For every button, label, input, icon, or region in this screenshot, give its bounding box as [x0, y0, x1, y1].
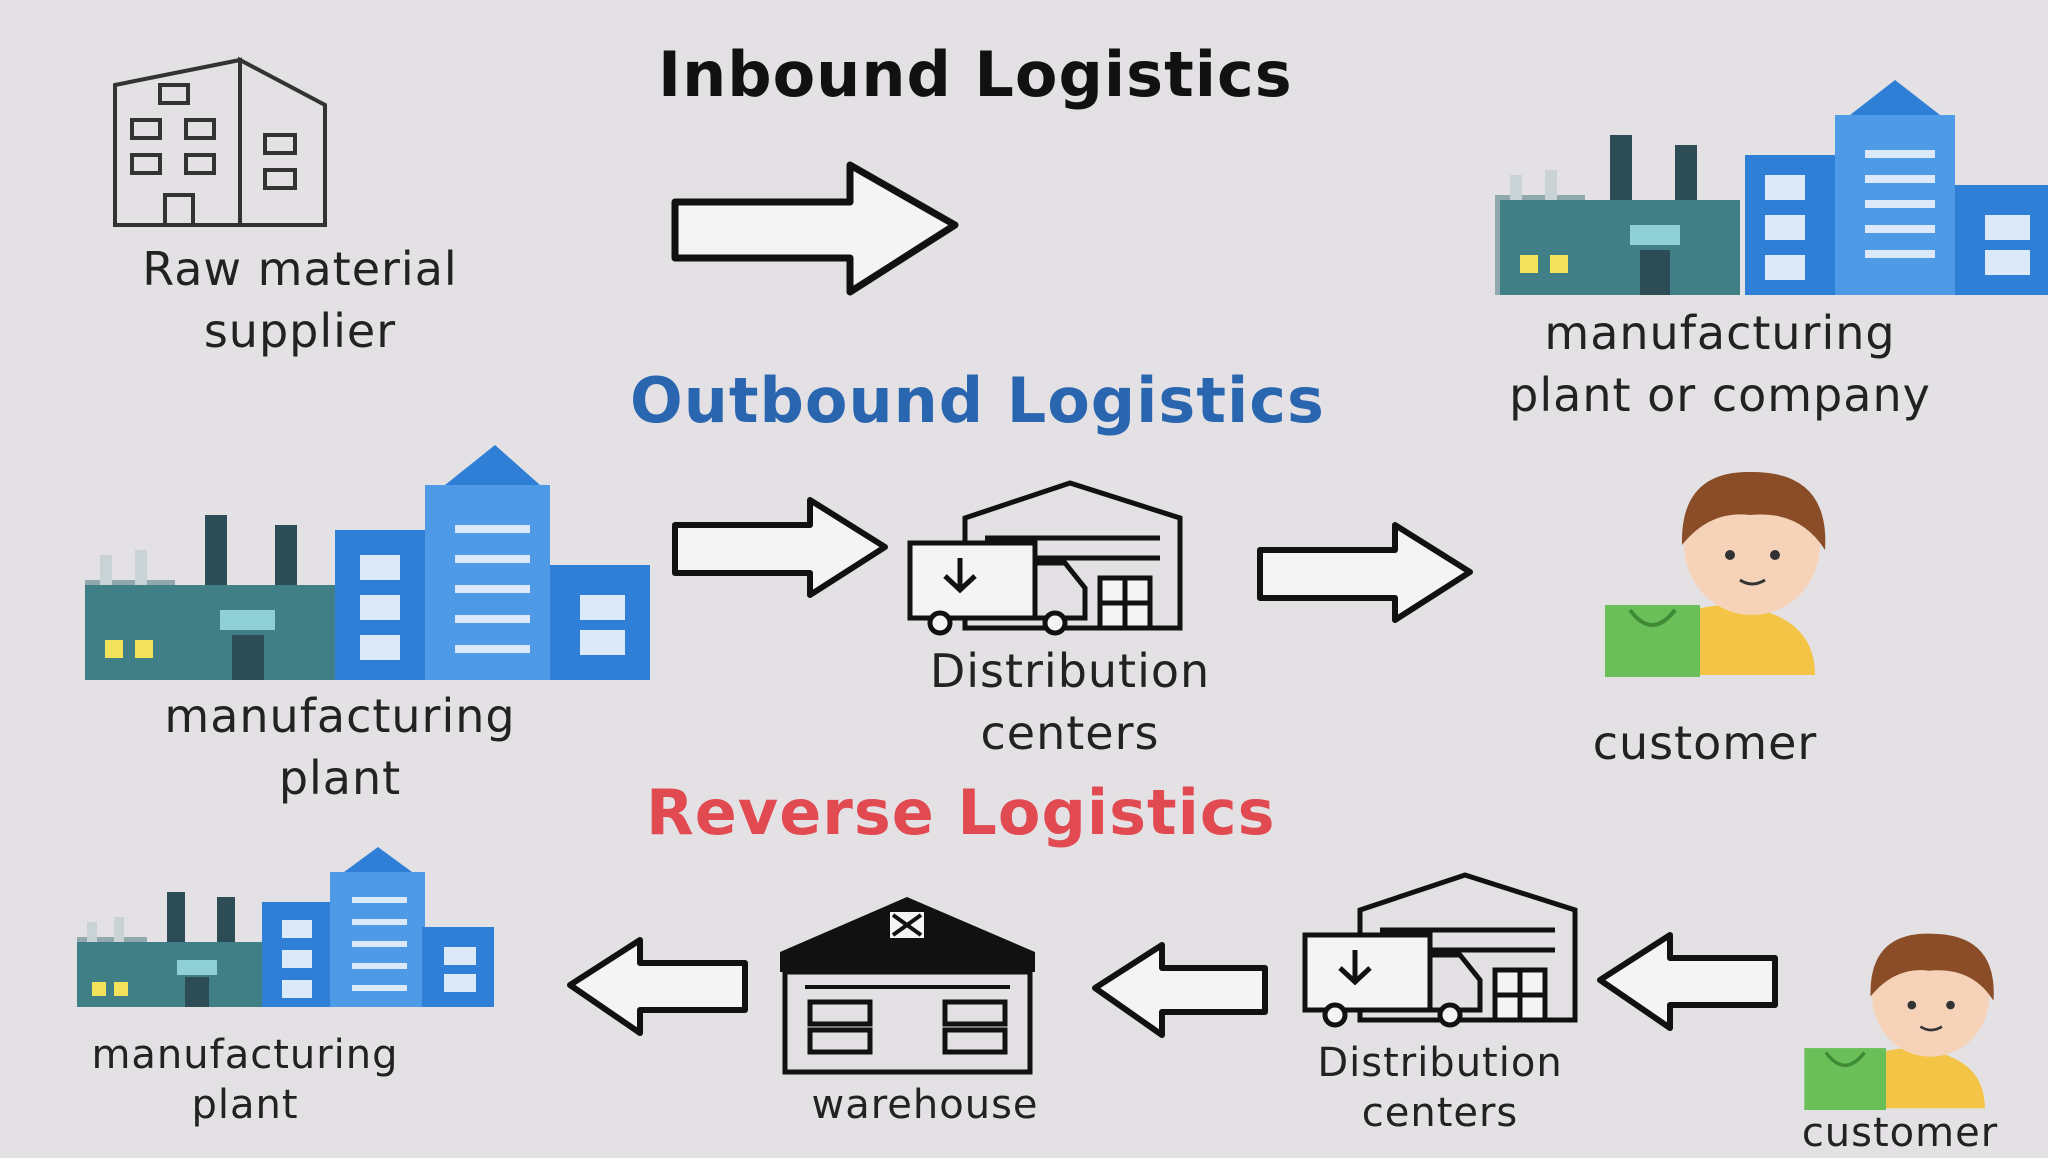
factory-and-skyscraper-icon	[77, 847, 494, 1007]
reverse-title: Reverse Logistics	[646, 776, 1276, 849]
outbound-customer-label: customer	[1592, 716, 1818, 770]
arrow-left-icon	[1597, 932, 1778, 1031]
delivery-truck-warehouse-icon	[907, 480, 1183, 636]
outbound-title: Outbound Logistics	[630, 364, 1325, 437]
factory-and-skyscraper-icon	[85, 445, 650, 680]
arrow-left-icon	[567, 937, 748, 1036]
warehouse-icon	[780, 897, 1035, 1075]
customer-with-bag-icon	[1804, 933, 1994, 1111]
arrow-right-icon	[1257, 522, 1473, 623]
inbound-title: Inbound Logistics	[658, 38, 1293, 111]
customer-with-bag-icon	[1605, 471, 1826, 677]
reverse-warehouse-label: warehouse	[811, 1082, 1039, 1128]
arrow-right-icon	[671, 161, 959, 296]
arrow-right-icon	[672, 497, 888, 598]
delivery-truck-warehouse-icon	[1302, 872, 1578, 1028]
arrow-left-icon	[1092, 942, 1268, 1038]
reverse-customer-label: customer	[1801, 1110, 1999, 1156]
factory-and-skyscraper-icon	[1495, 80, 2048, 295]
office-building-outline-icon	[113, 56, 327, 227]
